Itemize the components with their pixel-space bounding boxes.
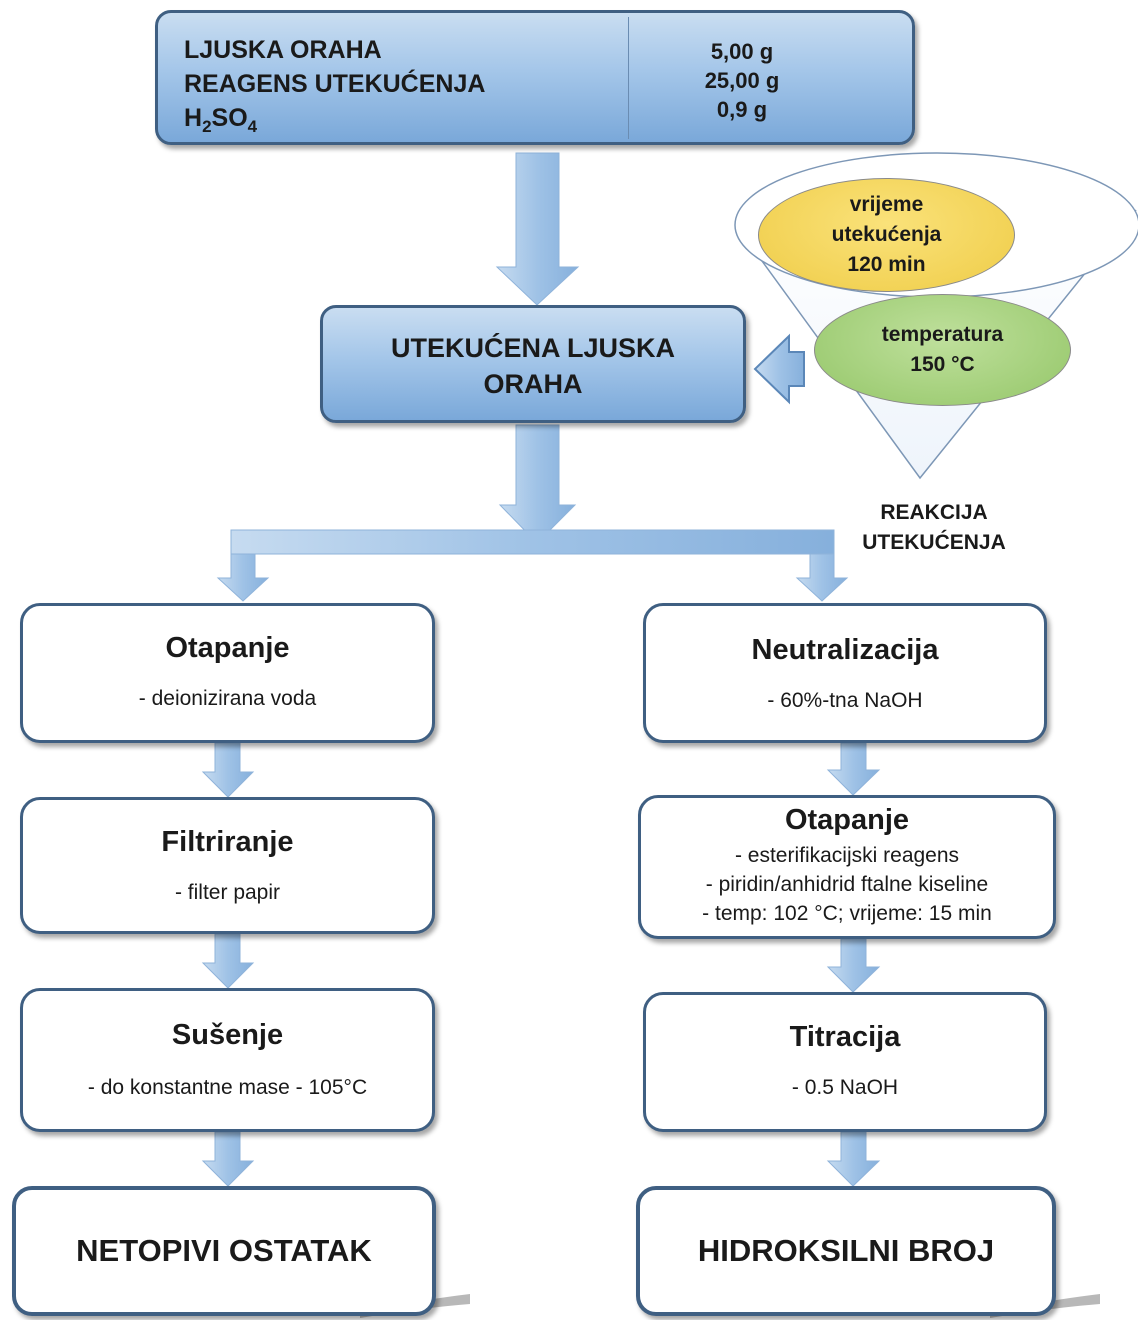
- right-step1-title: Neutralizacija: [751, 634, 939, 666]
- right-step2-title: Otapanje: [784, 804, 910, 836]
- time-line1: vrijeme: [849, 193, 924, 216]
- arrow-right-3: [826, 1131, 881, 1187]
- input-labels: LJUSKA ORAHA REAGENS UTEKUĆENJA H2SO4: [184, 33, 485, 144]
- label-sulfuric-acid: H2SO4: [184, 104, 258, 136]
- right-step2-detail-2: - piridin/anhidrid ftalne kiseline: [705, 873, 989, 896]
- right-step1-detail: - 60%-tna NaOH: [767, 689, 923, 712]
- left-step-dissolution: Otapanje - deionizirana voda: [20, 603, 435, 743]
- arrow-down-2: [498, 424, 577, 544]
- reaction-label-line1: REAKCIJA: [880, 501, 988, 524]
- value-liquefaction-reagent: 25,00 g: [704, 68, 780, 93]
- temperature-value: 150 °C: [910, 353, 975, 376]
- left-step1-detail: - deionizirana voda: [138, 687, 317, 710]
- left-step2-detail: - filter papir: [174, 881, 281, 904]
- input-divider: [628, 17, 629, 139]
- label-walnut-shell: LJUSKA ORAHA: [184, 36, 382, 64]
- left-step3-title: Sušenje: [171, 1019, 284, 1051]
- split-bar: [230, 529, 835, 555]
- temperature-ellipse: temperatura 150 °C: [814, 294, 1071, 406]
- arrow-split-left: [216, 553, 270, 602]
- arrow-left-3: [201, 1131, 255, 1187]
- value-sulfuric-acid: 0,9 g: [716, 97, 768, 122]
- right-step-neutralization: Neutralizacija - 60%-tna NaOH: [643, 603, 1047, 743]
- arrow-right-2: [826, 938, 881, 993]
- arrow-left-1: [201, 742, 255, 798]
- left-step1-title: Otapanje: [165, 632, 290, 664]
- liquefied-title-line1: UTEKUĆENA LJUSKA: [390, 333, 675, 363]
- left-step-drying: Sušenje - do konstantne mase - 105°C: [20, 988, 435, 1132]
- left-result: NETOPIVI OSTATAK: [76, 1233, 372, 1268]
- right-step-titration: Titracija - 0.5 NaOH: [643, 992, 1047, 1132]
- left-step2-title: Filtriranje: [161, 826, 294, 858]
- reaction-label-line2: UTEKUĆENJA: [862, 531, 1006, 554]
- temperature-line1: temperatura: [881, 323, 1004, 346]
- right-step2-detail-1: - esterifikacijski reagens: [734, 844, 960, 867]
- right-step2-detail-3: - temp: 102 °C; vrijeme: 15 min: [702, 902, 992, 925]
- input-materials-box: LJUSKA ORAHA REAGENS UTEKUĆENJA H2SO4 5,…: [155, 10, 915, 145]
- time-line2: utekućenja: [831, 223, 942, 246]
- reaction-label: REAKCIJA UTEKUĆENJA: [836, 498, 1032, 558]
- left-step3-detail: - do konstantne mase - 105°C: [87, 1076, 368, 1099]
- arrow-left-reaction: [753, 333, 805, 405]
- liquefied-title-line2: ORAHA: [483, 369, 583, 399]
- input-values: 5,00 g 25,00 g 0,9 g: [628, 37, 856, 124]
- right-result-box: HIDROKSILNI BROJ: [636, 1186, 1056, 1316]
- time-ellipse: vrijeme utekućenja 120 min: [758, 178, 1015, 292]
- liquefied-shell-box: UTEKUĆENA LJUSKA ORAHA: [320, 305, 746, 423]
- left-step-filtration: Filtriranje - filter papir: [20, 797, 435, 934]
- right-result: HIDROKSILNI BROJ: [697, 1233, 995, 1268]
- label-liquefaction-reagent: REAGENS UTEKUĆENJA: [184, 70, 486, 98]
- right-step3-detail: - 0.5 NaOH: [791, 1076, 899, 1099]
- time-value: 120 min: [847, 253, 926, 276]
- arrow-right-1: [826, 742, 881, 796]
- value-walnut-shell: 5,00 g: [710, 39, 774, 64]
- right-step-dissolution: Otapanje - esterifikacijski reagens - pi…: [638, 795, 1056, 939]
- left-result-box: NETOPIVI OSTATAK: [12, 1186, 436, 1316]
- arrow-left-2: [201, 933, 255, 989]
- arrow-split-right: [795, 553, 849, 602]
- right-step3-title: Titracija: [789, 1021, 901, 1053]
- arrow-down-1: [495, 152, 580, 306]
